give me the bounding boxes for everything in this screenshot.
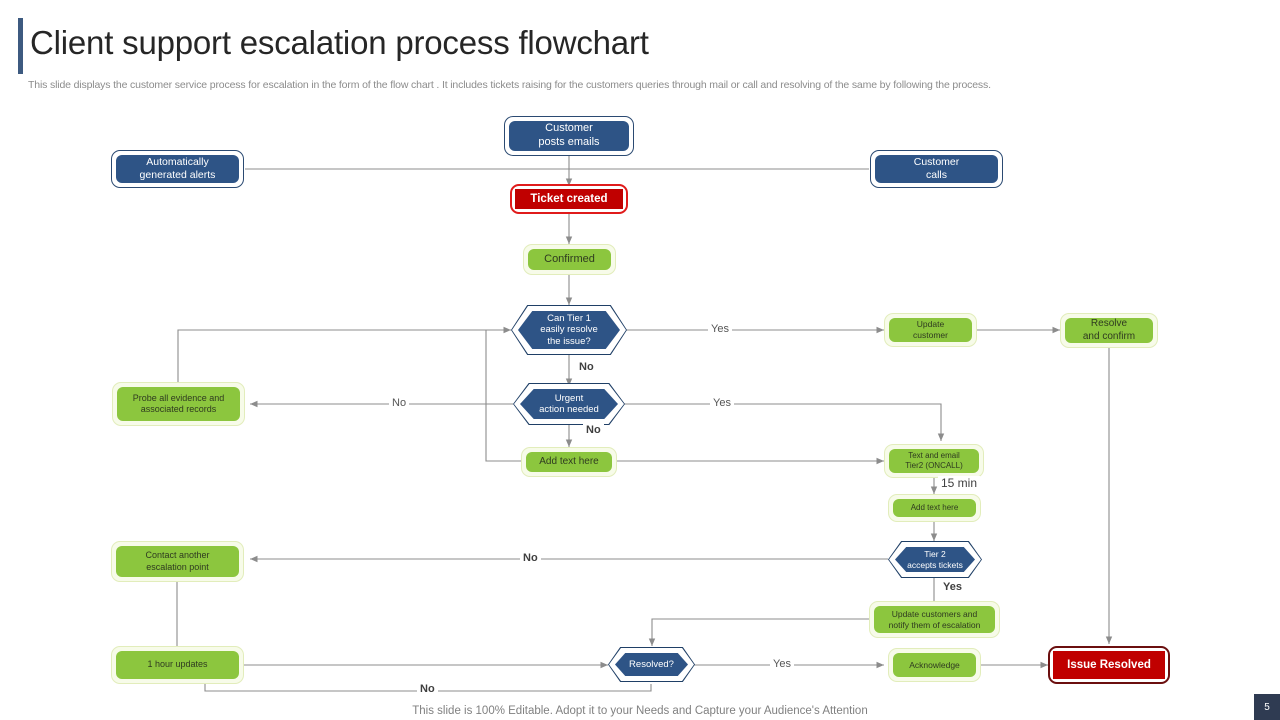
node-ticket-created-label: Ticket created (515, 189, 623, 209)
node-acknowledge-label: Acknowledge (893, 653, 976, 677)
node-add-text-here-2-label: Add text here (893, 499, 976, 517)
node-add-text-here-2[interactable]: Add text here (888, 494, 981, 522)
node-urgent-action-needed-fill (520, 389, 618, 419)
title-accent-bar (18, 18, 23, 74)
node-resolved-question-label: Resolved? (629, 658, 674, 670)
node-acknowledge[interactable]: Acknowledge (888, 648, 981, 682)
edge-label-no-tier2: No (520, 552, 541, 564)
edge-label-yes-urgent: Yes (710, 397, 734, 409)
edge-label-yes-tier2: Yes (940, 581, 965, 593)
node-add-text-here-1-label: Add text here (526, 452, 612, 472)
node-tier2-accepts-tickets-fill (895, 547, 975, 572)
edge-label-no-urgent-down: No (583, 424, 604, 436)
node-issue-resolved[interactable]: Issue Resolved (1048, 646, 1170, 684)
edge-label-yes-resolved: Yes (770, 658, 794, 670)
node-can-tier1-resolve-fill (518, 311, 620, 349)
page-title: Client support escalation process flowch… (30, 24, 649, 61)
edge-label-fifteen-min: 15 min (938, 476, 981, 490)
node-add-text-here-1[interactable]: Add text here (521, 447, 617, 477)
node-confirmed-label: Confirmed (528, 249, 611, 270)
page-number-badge: 5 (1254, 694, 1280, 720)
node-ticket-created[interactable]: Ticket created (510, 184, 628, 214)
node-confirmed[interactable]: Confirmed (523, 244, 616, 275)
node-one-hour-updates-label: 1 hour updates (116, 651, 239, 679)
page-subtitle: This slide displays the customer service… (28, 79, 991, 91)
node-resolved-question-fill (615, 653, 688, 676)
edge-label-no-urgent-left: No (389, 397, 410, 409)
edge-label-no-tier1: No (576, 361, 597, 373)
node-resolved-question[interactable]: Resolved? (608, 647, 695, 682)
edge-label-yes-tier1: Yes (708, 323, 732, 335)
slide-footer-note: This slide is 100% Editable. Adopt it to… (412, 705, 868, 717)
node-one-hour-updates[interactable]: 1 hour updates (111, 646, 244, 684)
edge-label-no-resolved: No (417, 683, 438, 695)
node-issue-resolved-label: Issue Resolved (1053, 651, 1165, 679)
